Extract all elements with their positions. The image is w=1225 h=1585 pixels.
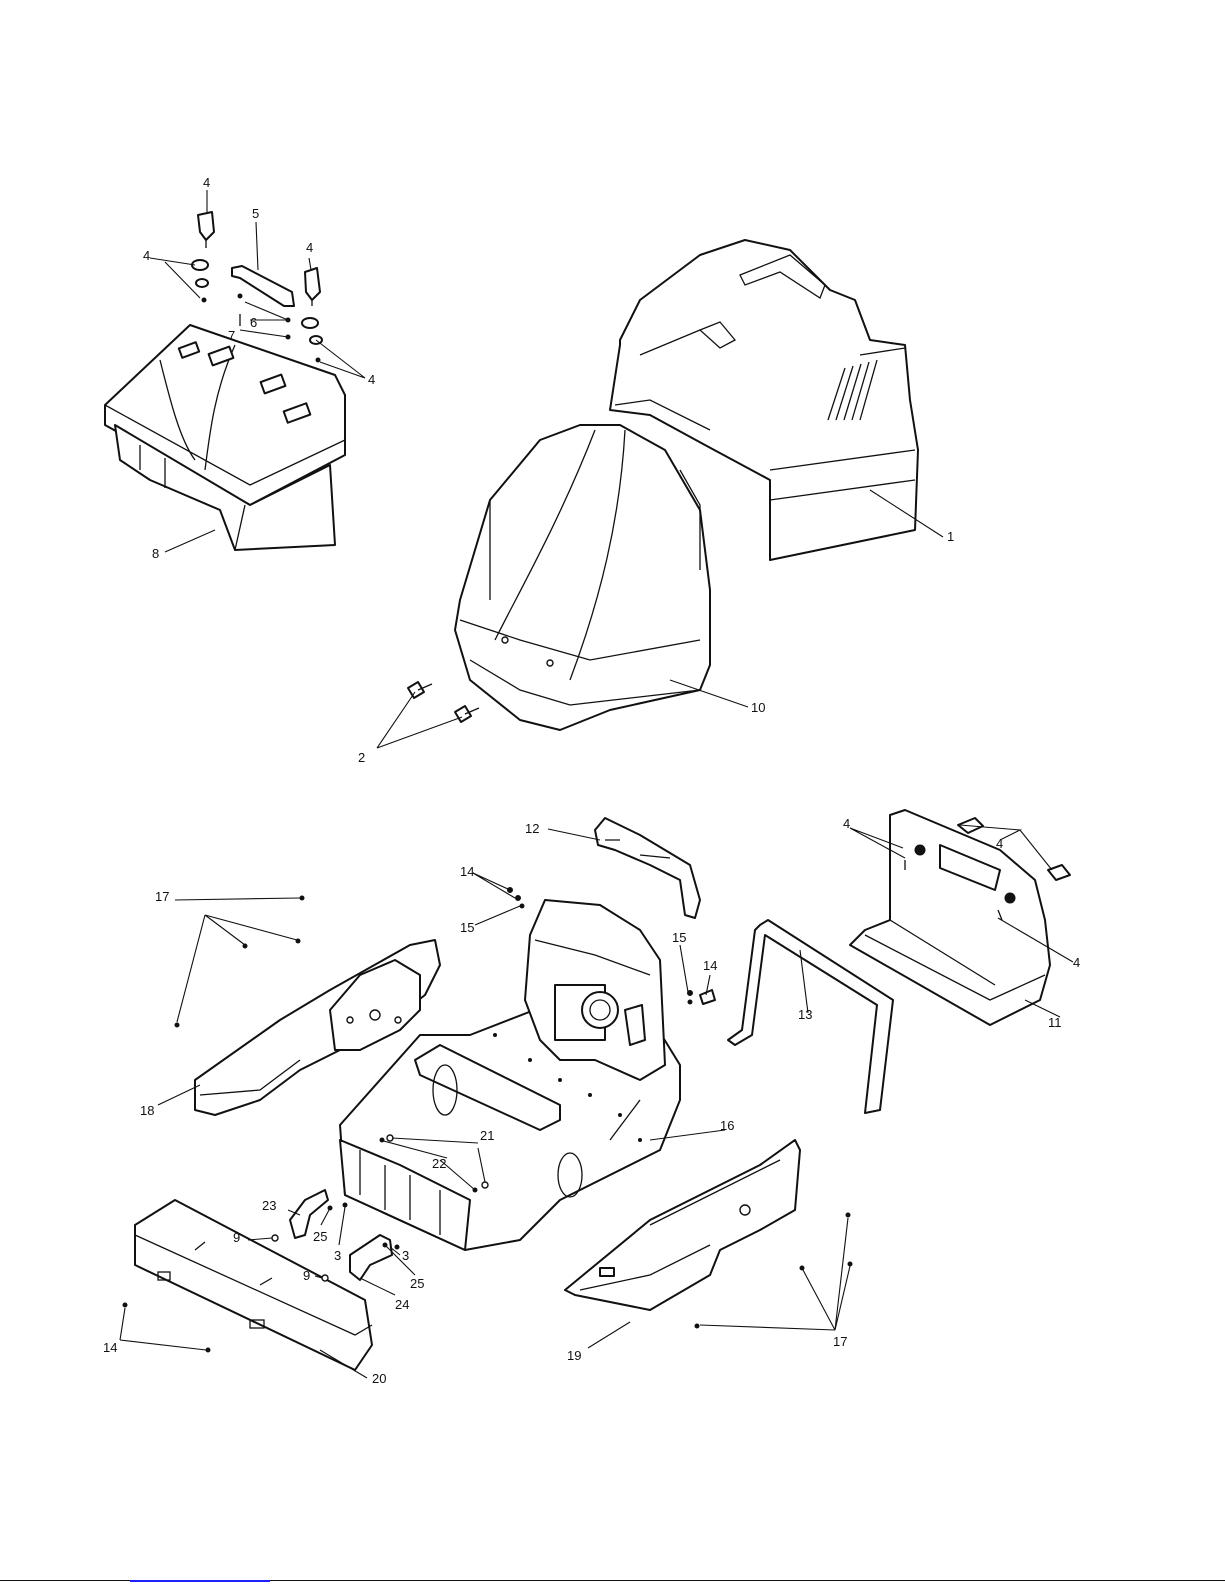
callout-8: 8 <box>152 546 159 561</box>
callout-9: 9 <box>233 1230 240 1245</box>
callout-17: 17 <box>155 889 169 904</box>
callout-13: 13 <box>798 1007 812 1022</box>
callout-1: 1 <box>947 529 954 544</box>
callout-4: 4 <box>306 240 313 255</box>
callout-4: 4 <box>843 816 850 831</box>
callout-5: 5 <box>252 206 259 221</box>
callout-4: 4 <box>368 372 375 387</box>
part-12-bracket <box>595 818 700 918</box>
callout-3: 3 <box>334 1248 341 1263</box>
callout-25: 25 <box>410 1276 424 1291</box>
part-10-hood <box>455 425 710 730</box>
part-5-handle-bar <box>232 266 294 306</box>
callout-17: 17 <box>833 1334 847 1349</box>
callout-25: 25 <box>313 1229 327 1244</box>
callout-10: 10 <box>751 700 765 715</box>
callout-15: 15 <box>460 920 474 935</box>
callout-7: 7 <box>228 328 235 343</box>
part-16-main-frame <box>340 900 680 1250</box>
part-2-bolts <box>408 682 479 722</box>
callout-4: 4 <box>1073 955 1080 970</box>
callout-3: 3 <box>402 1248 409 1263</box>
page-bottom-link-underline[interactable] <box>130 1580 270 1582</box>
callout-21: 21 <box>480 1128 494 1143</box>
callout-4: 4 <box>203 175 210 190</box>
callout-6: 6 <box>250 315 257 330</box>
part-8-box-housing <box>105 325 345 550</box>
callout-14: 14 <box>703 958 717 973</box>
part-17-screws-left <box>175 896 304 1027</box>
callout-9: 9 <box>303 1268 310 1283</box>
part-4-knob-right <box>302 268 322 362</box>
callout-22: 22 <box>432 1156 446 1171</box>
callout-14: 14 <box>460 864 474 879</box>
part-4-knob-left <box>192 212 214 302</box>
callout-16: 16 <box>720 1118 734 1133</box>
callout-4: 4 <box>996 836 1003 851</box>
callout-23: 23 <box>262 1198 276 1213</box>
part-24-bracket <box>350 1235 392 1280</box>
part-20-front-bumper <box>135 1200 372 1370</box>
callout-14: 14 <box>103 1340 117 1355</box>
callout-19: 19 <box>567 1348 581 1363</box>
callout-11: 11 <box>1048 1015 1062 1030</box>
callout-24: 24 <box>395 1297 409 1312</box>
callout-15: 15 <box>672 930 686 945</box>
callout-12: 12 <box>525 821 539 836</box>
callout-2: 2 <box>358 750 365 765</box>
callout-18: 18 <box>140 1103 154 1118</box>
callout-4: 4 <box>143 248 150 263</box>
callout-20: 20 <box>372 1371 386 1386</box>
